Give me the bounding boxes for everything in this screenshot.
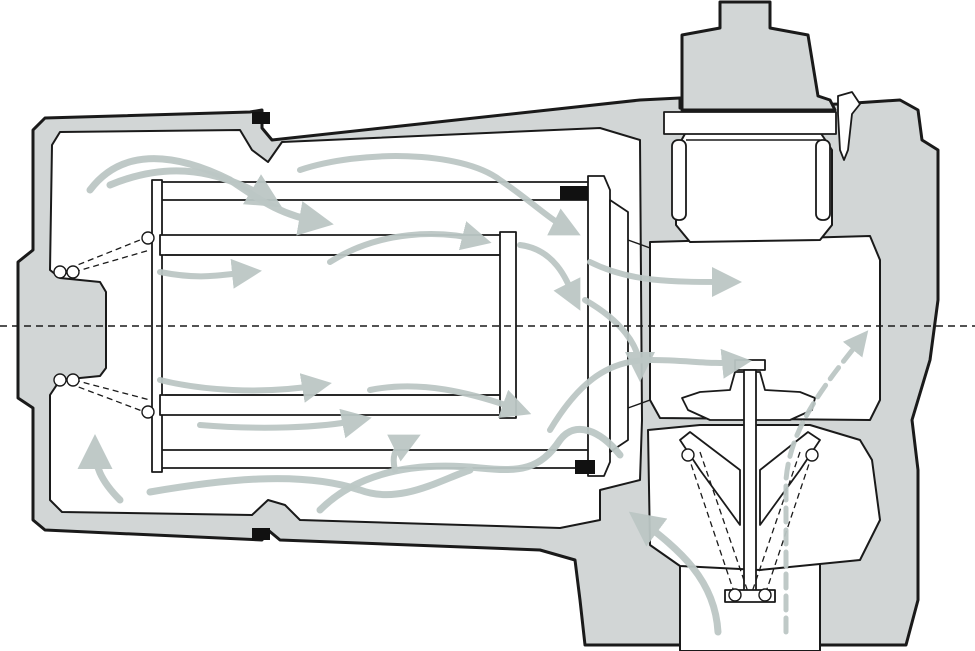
seal-top-left xyxy=(252,112,270,124)
core-lines xyxy=(165,254,500,396)
spring-ring xyxy=(141,231,155,245)
flow-arrow xyxy=(297,153,581,236)
spring-ring xyxy=(681,448,695,462)
valve-stem xyxy=(743,369,757,601)
flow-arrow xyxy=(327,221,492,265)
valve-arm-right xyxy=(759,431,821,526)
spring-ring xyxy=(53,373,67,387)
spring-lower-lines xyxy=(59,379,151,415)
head-cap xyxy=(680,0,837,112)
spring-ring xyxy=(141,405,155,419)
head-cavity xyxy=(675,131,833,243)
flow-arrow xyxy=(628,511,722,636)
filter-right-flange xyxy=(587,175,611,477)
core-bottom xyxy=(159,394,516,416)
spring-ring xyxy=(66,373,80,387)
flow-arrow xyxy=(106,167,283,208)
bleed-pin xyxy=(837,91,861,161)
core-end xyxy=(499,231,517,419)
regulator-head xyxy=(663,91,861,221)
left-springs xyxy=(53,231,155,419)
canister-cavity xyxy=(49,127,643,529)
flow-arrow xyxy=(582,297,655,382)
valve-arm-left xyxy=(679,431,741,526)
flow-arrow xyxy=(157,373,332,403)
head-flange xyxy=(663,111,837,135)
flow-arrow xyxy=(587,259,742,297)
check-valve xyxy=(679,359,821,603)
seal-bottom-right xyxy=(575,460,595,474)
flow-arrow xyxy=(77,434,124,504)
filter-top-rail xyxy=(154,181,596,201)
flow-arrow xyxy=(367,383,532,419)
head-seal-left xyxy=(671,139,687,221)
seal-top-right xyxy=(560,186,588,200)
flow-arrow xyxy=(316,425,624,514)
seal-bottom-left xyxy=(252,528,270,540)
spring-upper-lines xyxy=(59,235,151,273)
spring-ring xyxy=(758,588,772,602)
spring-ring xyxy=(53,265,67,279)
flow-arrow xyxy=(197,408,372,439)
valve-spring-right xyxy=(751,451,813,596)
valve-spring-left xyxy=(687,451,749,596)
spring-ring xyxy=(728,588,742,602)
cone-mouth xyxy=(627,239,651,409)
airflow-arrows xyxy=(77,153,869,636)
head-seal-right xyxy=(815,139,831,221)
flow-arrow xyxy=(157,258,262,289)
flow-arrow xyxy=(387,434,421,473)
spring-ring xyxy=(805,448,819,462)
flow-arrow xyxy=(517,242,581,311)
flow-arrow-dashed xyxy=(783,330,869,635)
spring-ring xyxy=(66,265,80,279)
